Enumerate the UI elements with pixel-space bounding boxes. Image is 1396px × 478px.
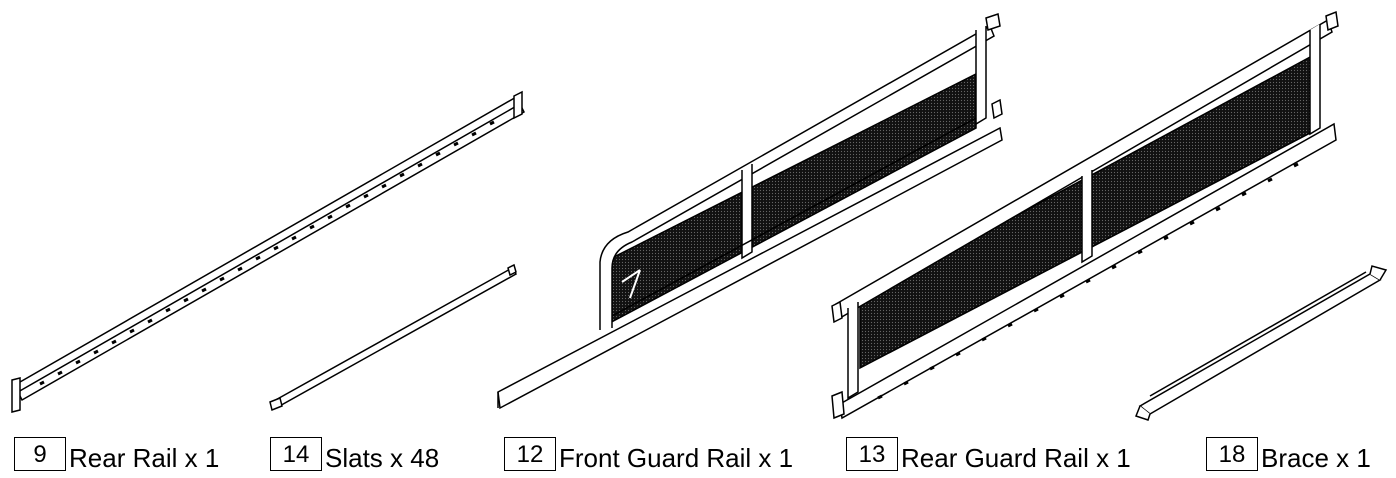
part-number-box: 18 xyxy=(1206,437,1258,471)
part-number-box: 13 xyxy=(846,437,898,471)
part-number-box: 9 xyxy=(14,437,66,471)
part-number-box: 14 xyxy=(270,437,322,471)
rear-guard-rail-drawing xyxy=(831,10,1339,420)
front-guard-rail-drawing xyxy=(497,13,1003,410)
part-name: Brace x 1 xyxy=(1261,442,1371,473)
part-label-12: 12 Front Guard Rail x 1 xyxy=(504,434,793,474)
part-number-box: 12 xyxy=(504,437,556,471)
brace-drawing xyxy=(1135,265,1388,421)
rear-rail-drawing xyxy=(11,90,525,413)
part-name: Rear Guard Rail x 1 xyxy=(901,442,1131,473)
part-name: Rear Rail x 1 xyxy=(69,442,220,473)
part-label-14: 14 Slats x 48 xyxy=(270,434,439,474)
slat-drawing xyxy=(269,263,518,412)
part-label-13: 13 Rear Guard Rail x 1 xyxy=(846,434,1131,474)
part-label-9: 9 Rear Rail x 1 xyxy=(14,434,219,474)
part-name: Front Guard Rail x 1 xyxy=(559,442,794,473)
part-label-18: 18 Brace x 1 xyxy=(1206,434,1371,474)
part-name: Slats x 48 xyxy=(325,442,440,473)
